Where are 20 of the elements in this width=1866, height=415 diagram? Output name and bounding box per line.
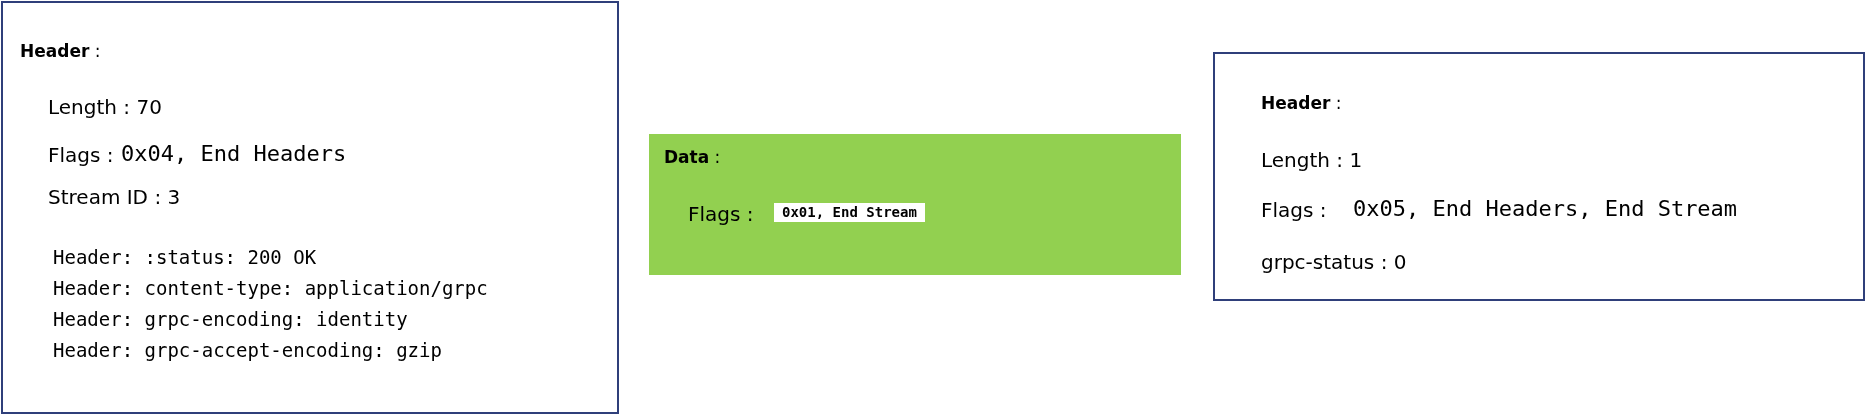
heading-text: Header : (1261, 93, 1342, 114)
frame-panel (1, 1, 619, 414)
heading-text: Data : (664, 147, 721, 168)
flag-value: 0x04, End Headers (121, 141, 347, 168)
field-text: Length : 70 (48, 95, 162, 119)
header-line: Header: :status: 200 OK (53, 246, 317, 269)
field-text: Length : 1 (1261, 148, 1363, 172)
field-label: Flags : (48, 143, 114, 167)
header-line: Header: content-type: application/grpc (53, 277, 488, 300)
heading-text: Header : (20, 41, 101, 62)
flag-value: 0x05, End Headers, End Stream (1353, 196, 1738, 223)
field-label: Flags : (1261, 198, 1327, 222)
header-line: Header: grpc-encoding: identity (53, 308, 408, 331)
field-label: Flags : (688, 202, 754, 226)
frame-panel (1213, 52, 1865, 301)
flag-value-tag: 0x01, End Stream (774, 203, 925, 222)
data-panel (649, 134, 1181, 275)
field-text: grpc-status : 0 (1261, 250, 1407, 274)
field-text: Stream ID : 3 (48, 185, 181, 209)
header-line: Header: grpc-accept-encoding: gzip (53, 339, 442, 362)
